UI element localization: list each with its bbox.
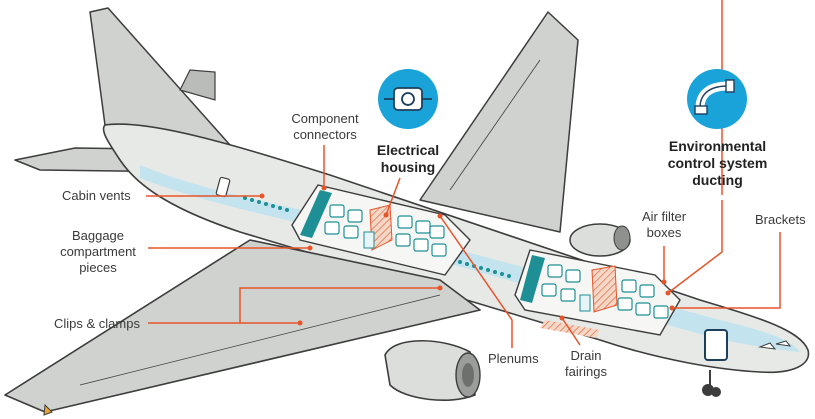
tail-fairing <box>179 69 216 101</box>
baggage-line-2: compartment <box>60 244 136 259</box>
cutaway-section-2 <box>514 249 681 338</box>
component-connectors-line-2: connectors <box>293 127 357 142</box>
electrical-housing-icon <box>378 69 438 129</box>
nose-gear <box>702 370 721 397</box>
electrical-housing-label: Electrical housing <box>363 142 453 176</box>
right-engine <box>569 223 631 257</box>
baggage-line-1: Baggage <box>71 228 125 243</box>
front-door <box>704 329 728 361</box>
electrical-housing-line-1: Electrical <box>376 142 440 158</box>
drain-fairings-line-2: fairings <box>565 364 607 379</box>
plenums-label: Plenums <box>488 351 539 366</box>
leader-lines <box>146 0 781 348</box>
environmental-ducting-line-2: control system <box>667 155 768 171</box>
component-connectors-label: Component connectors <box>280 111 370 143</box>
environmental-ducting-line-3: ducting <box>692 172 743 188</box>
right-wing <box>419 11 579 233</box>
left-engine <box>384 340 481 401</box>
cabin-vents-label: Cabin vents <box>62 188 131 203</box>
cabin-windows <box>243 196 511 278</box>
environmental-ducting-label: Environmental control system ducting <box>660 138 775 189</box>
ducting-icon <box>687 69 747 129</box>
drain-fairings-label: Drain fairings <box>556 348 616 380</box>
baggage-line-3: pieces <box>79 260 117 275</box>
component-connectors-line-1: Component <box>291 111 359 126</box>
left-wing <box>4 239 481 413</box>
air-filter-line-2: boxes <box>646 225 682 240</box>
air-filter-boxes-label: Air filter boxes <box>632 209 696 241</box>
cockpit-windows <box>758 340 792 350</box>
cutaway-section-1 <box>291 184 471 276</box>
baggage-pieces-label: Baggage compartment pieces <box>50 228 146 276</box>
drain-fairings-line-1: Drain <box>570 348 602 363</box>
wing-tip-light <box>43 403 53 416</box>
air-filter-line-1: Air filter <box>641 209 687 224</box>
electrical-housing-line-2: housing <box>380 159 436 175</box>
environmental-ducting-line-1: Environmental <box>668 138 767 154</box>
clips-clamps-label: Clips & clamps <box>54 316 140 331</box>
brackets-label: Brackets <box>755 212 806 227</box>
